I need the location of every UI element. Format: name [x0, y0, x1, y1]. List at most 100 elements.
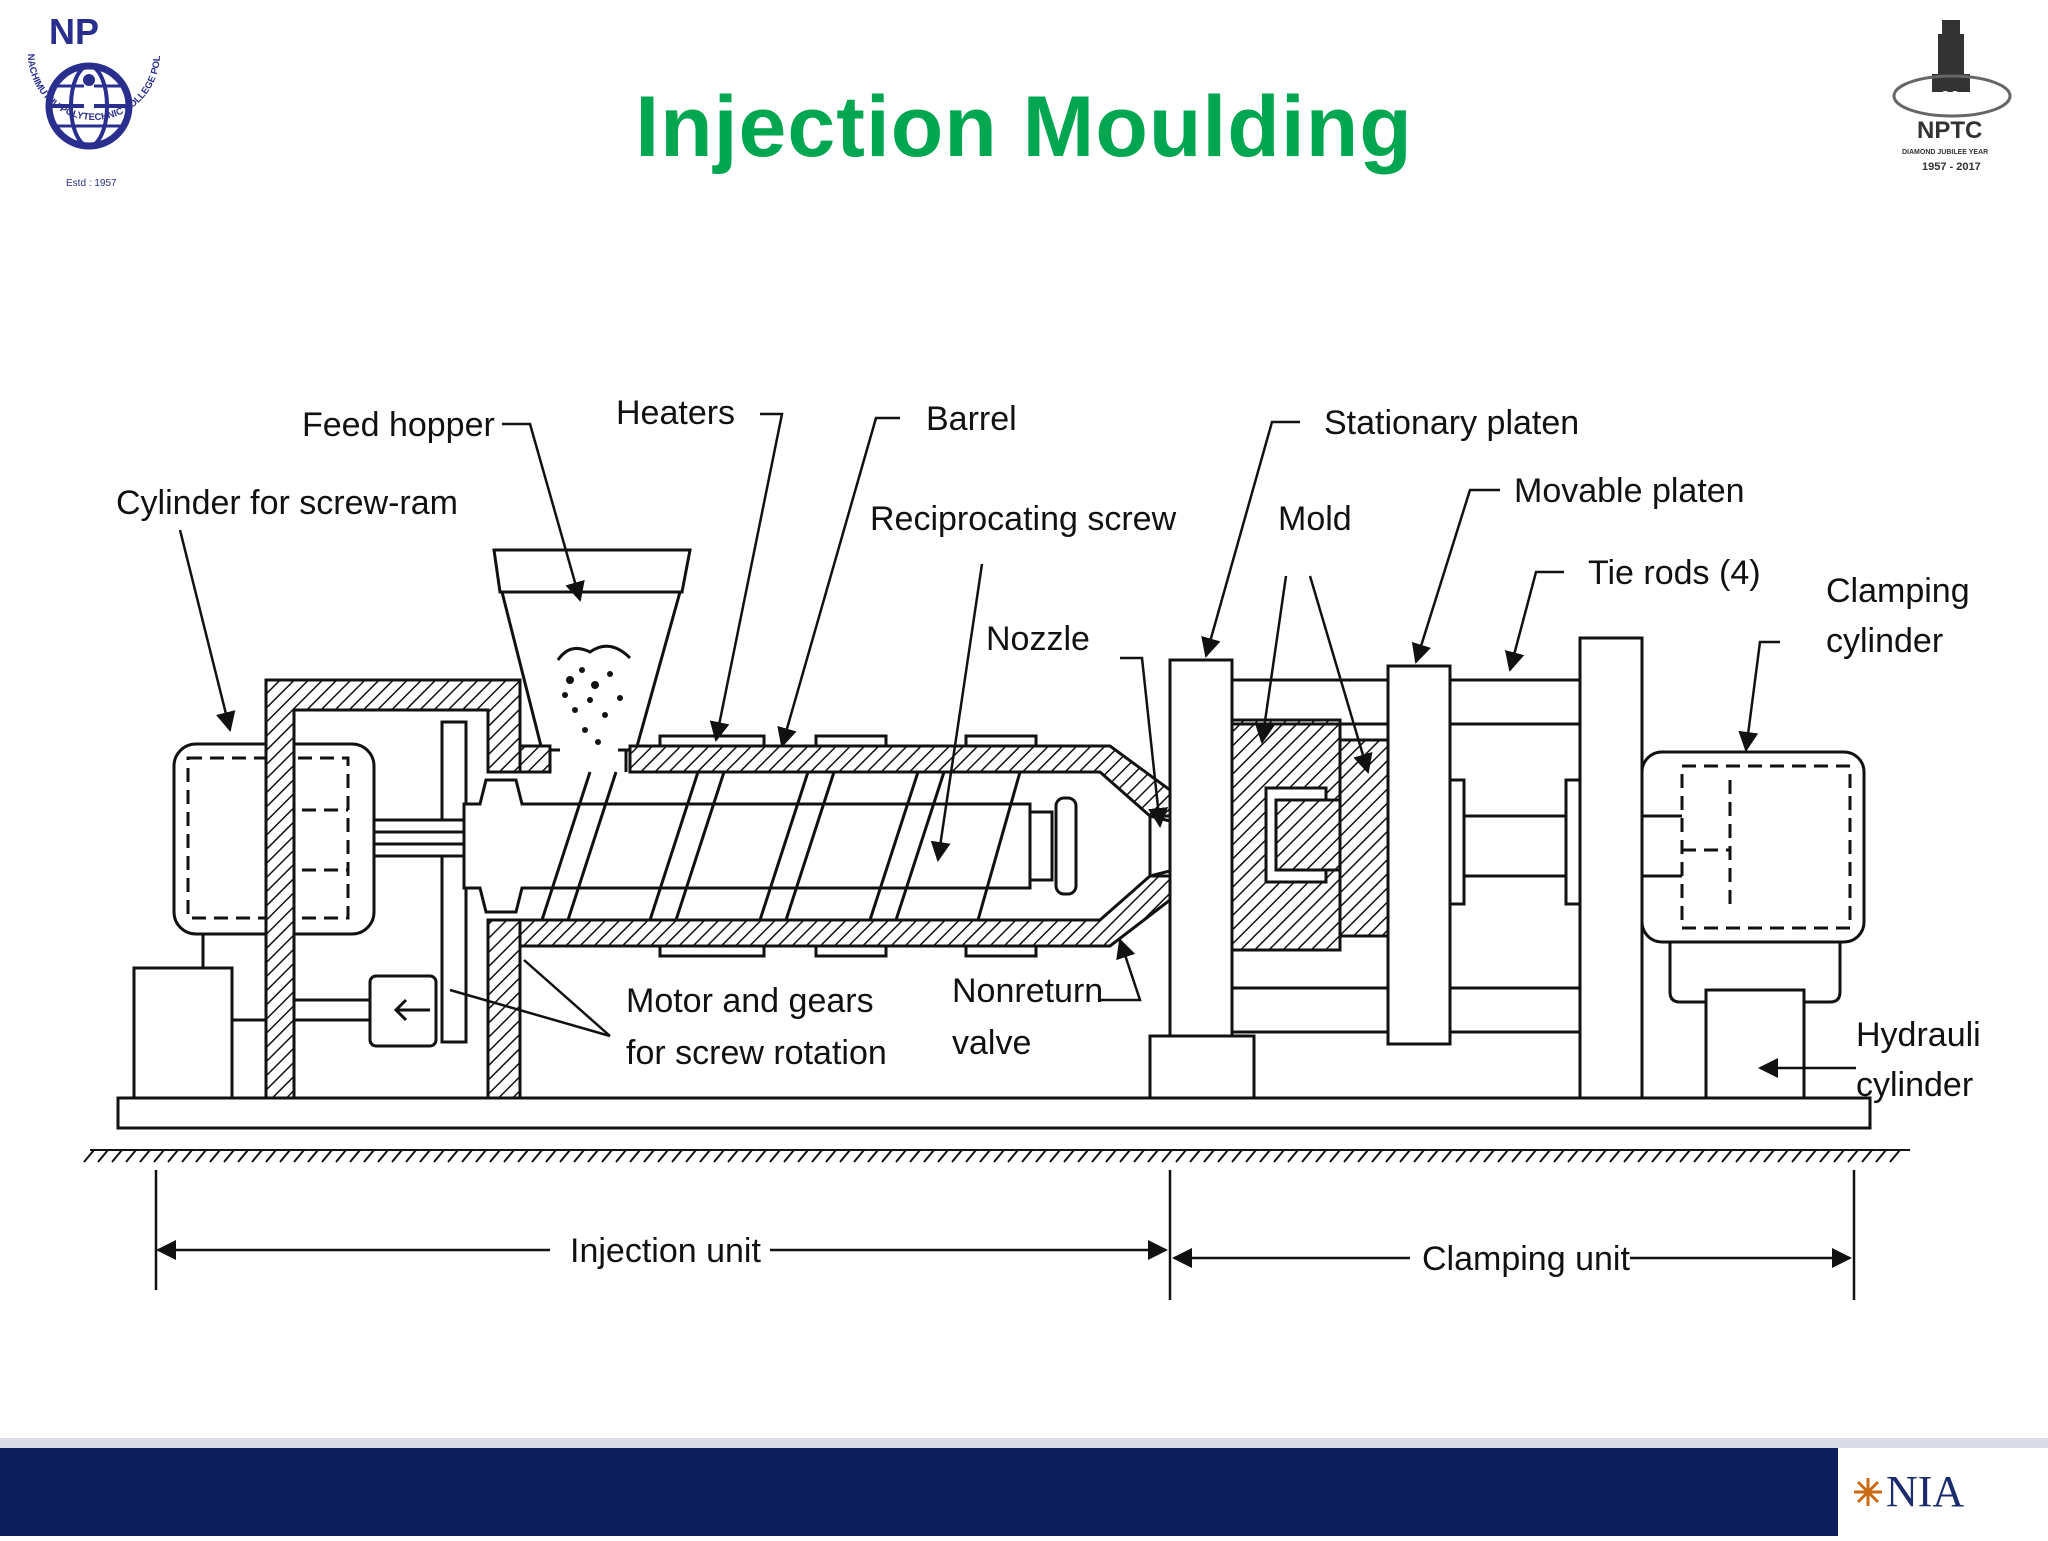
- ground-hatch-tick: [1819, 1149, 1831, 1163]
- ground-hatch-tick: [1623, 1149, 1635, 1163]
- ground-hatch-tick: [1651, 1149, 1663, 1163]
- ground-hatch-tick: [97, 1149, 109, 1163]
- label-feed-hopper: Feed hopper: [302, 406, 495, 444]
- ground-hatch-tick: [1133, 1149, 1145, 1163]
- ground-hatch-tick: [433, 1149, 445, 1163]
- ground-hatch-tick: [797, 1149, 809, 1163]
- ground-hatch-tick: [1203, 1149, 1215, 1163]
- ground-hatch-tick: [1637, 1149, 1649, 1163]
- ground-hatch-tick: [251, 1149, 263, 1163]
- ground-hatch-tick: [475, 1149, 487, 1163]
- ground-hatch-tick: [643, 1149, 655, 1163]
- ground-hatch-tick: [1777, 1149, 1789, 1163]
- nia-logo-text: NIA: [1886, 1467, 1964, 1516]
- label-nozzle: Nozzle: [986, 620, 1090, 658]
- ground-hatch-tick: [321, 1149, 333, 1163]
- label-mold: Mold: [1278, 500, 1352, 538]
- ground-hatch-tick: [783, 1149, 795, 1163]
- ground-hatch-tick: [335, 1149, 347, 1163]
- ground-hatch-tick: [1721, 1149, 1733, 1163]
- ground-hatch-tick: [363, 1149, 375, 1163]
- logo-estd: Estd : 1957: [66, 178, 117, 189]
- ground-hatch-tick: [1525, 1149, 1537, 1163]
- ground-hatch-tick: [293, 1149, 305, 1163]
- ground-hatch-tick: [587, 1149, 599, 1163]
- ground-hatch-tick: [1413, 1149, 1425, 1163]
- ground-hatch-tick: [1399, 1149, 1411, 1163]
- logo-initials: NP: [49, 14, 99, 52]
- ground-hatch-tick: [1021, 1149, 1033, 1163]
- logo-years: 1957 - 2017: [1922, 161, 1981, 173]
- ground-hatch-tick: [1049, 1149, 1061, 1163]
- injection-moulding-diagram: Feed hopper Heaters Barrel Stationary pl…: [83, 394, 1980, 1300]
- ground-hatch-tick: [1847, 1149, 1859, 1163]
- label-nonreturn-1: Nonreturn: [952, 972, 1103, 1010]
- ground-hatch-tick: [1833, 1149, 1845, 1163]
- ground-hatch-tick: [447, 1149, 459, 1163]
- ground-hatch-tick: [1091, 1149, 1103, 1163]
- ground-hatch-tick: [713, 1149, 725, 1163]
- ground-hatch-tick: [1259, 1149, 1271, 1163]
- ground-hatch-tick: [1735, 1149, 1747, 1163]
- ground-hatch-tick: [727, 1149, 739, 1163]
- ground-hatch-tick: [279, 1149, 291, 1163]
- ground-hatch-tick: [1763, 1149, 1775, 1163]
- ground-hatch-tick: [1329, 1149, 1341, 1163]
- ground-hatch-tick: [1875, 1149, 1887, 1163]
- ground-hatch-tick: [1707, 1149, 1719, 1163]
- ground-hatch-tick: [1007, 1149, 1019, 1163]
- slide-title: Injection Moulding: [635, 79, 1413, 175]
- ground-hatch-tick: [671, 1149, 683, 1163]
- ground-hatch-tick: [559, 1149, 571, 1163]
- ground-hatch-tick: [503, 1149, 515, 1163]
- ground-hatch-tick: [755, 1149, 767, 1163]
- ground-hatch-tick: [657, 1149, 669, 1163]
- ground-hatch-tick: [1791, 1149, 1803, 1163]
- ground-hatch-tick: [1161, 1149, 1173, 1163]
- ground-hatch-tick: [993, 1149, 1005, 1163]
- ground-hatch-tick: [1119, 1149, 1131, 1163]
- footer-band: [0, 1448, 2048, 1536]
- ground-hatch-tick: [1805, 1149, 1817, 1163]
- ground-hatch-tick: [1581, 1149, 1593, 1163]
- ground-hatch-tick: [391, 1149, 403, 1163]
- ground-hatch-tick: [1231, 1149, 1243, 1163]
- label-motor-gears-2: for screw rotation: [626, 1034, 887, 1072]
- ground-hatch-tick: [265, 1149, 277, 1163]
- ground-hatch-tick: [1595, 1149, 1607, 1163]
- logo-number: 60: [1940, 88, 1960, 108]
- ground-hatch-tick: [349, 1149, 361, 1163]
- ground-hatch-tick: [1679, 1149, 1691, 1163]
- ground-hatch-tick: [223, 1149, 235, 1163]
- ground-hatch-tick: [1105, 1149, 1117, 1163]
- ground-hatch-tick: [573, 1149, 585, 1163]
- ground-hatch-tick: [881, 1149, 893, 1163]
- ground-hatch-tick: [1511, 1149, 1523, 1163]
- ground-hatch-tick: [1427, 1149, 1439, 1163]
- ground-hatch-tick: [489, 1149, 501, 1163]
- label-clamping-cylinder-2: cylinder: [1826, 622, 1943, 660]
- leader-lines: [178, 412, 1856, 1078]
- ground-hatch-tick: [1371, 1149, 1383, 1163]
- ground-hatch-tick: [1343, 1149, 1355, 1163]
- ground-hatch-tick: [377, 1149, 389, 1163]
- footer-divider: [0, 1438, 2048, 1448]
- label-clamping-cylinder-1: Clamping: [1826, 572, 1970, 610]
- ground-hatch-tick: [811, 1149, 823, 1163]
- ground-hatch-tick: [181, 1149, 193, 1163]
- ground-hatch-tick: [979, 1149, 991, 1163]
- ground-hatch-tick: [699, 1149, 711, 1163]
- ground-hatch-tick: [1861, 1149, 1873, 1163]
- ground-hatch-tick: [1749, 1149, 1761, 1163]
- ground-hatch-tick: [1693, 1149, 1705, 1163]
- nptc-jubilee-logo: 60 NPTC DIAMOND JUBILEE YEAR 1957 - 2017: [1892, 20, 2012, 173]
- ground-hatch-tick: [601, 1149, 613, 1163]
- ground-hatch-tick: [1147, 1149, 1159, 1163]
- ground-hatch-tick: [769, 1149, 781, 1163]
- ground-hatch-tick: [1273, 1149, 1285, 1163]
- ground-hatch-tick: [965, 1149, 977, 1163]
- ground-hatch-tick: [1189, 1149, 1201, 1163]
- ground-hatch-tick: [545, 1149, 557, 1163]
- label-cylinder-screw-ram: Cylinder for screw-ram: [116, 484, 458, 522]
- logo-tagline: DIAMOND JUBILEE YEAR: [1902, 149, 1988, 156]
